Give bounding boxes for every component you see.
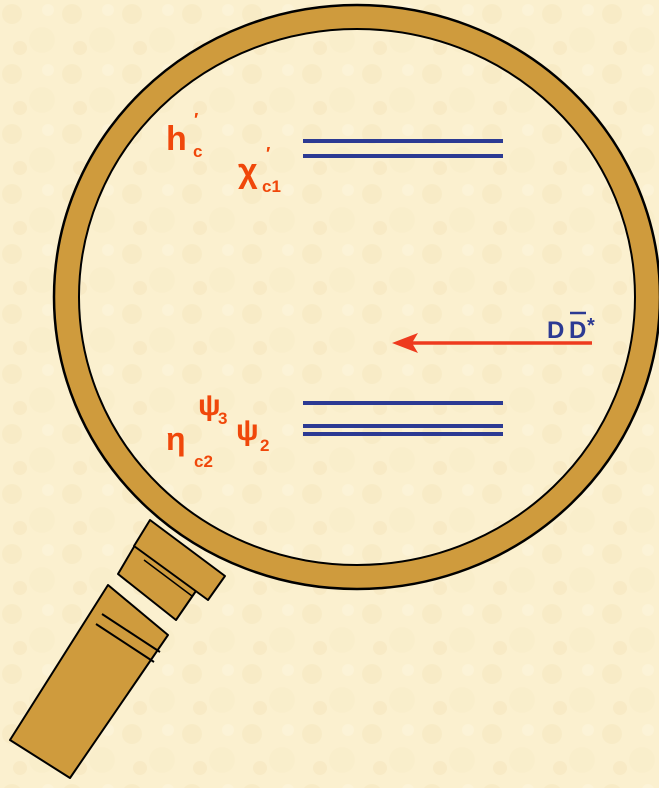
- label-chi-prime: ′: [266, 144, 270, 164]
- label-h-sub: c: [193, 142, 202, 161]
- label-h-prime: ′: [194, 110, 198, 130]
- label-eta: η: [166, 421, 186, 457]
- label-h: h: [166, 120, 187, 158]
- threshold-d: D: [547, 317, 564, 344]
- label-chi-sub: c1: [262, 177, 281, 196]
- label-chi: χ: [238, 152, 258, 190]
- magnifier-lens: [81, 31, 633, 563]
- magnifier-rim: [54, 5, 659, 589]
- threshold-dbar: D: [569, 317, 586, 344]
- label-psi2: ψ: [236, 414, 259, 447]
- label-psi2-sub: 2: [260, 436, 269, 455]
- threshold-star: *: [587, 315, 595, 337]
- label-eta-sub: c2: [194, 452, 213, 471]
- label-psi3-sub: 3: [218, 409, 227, 428]
